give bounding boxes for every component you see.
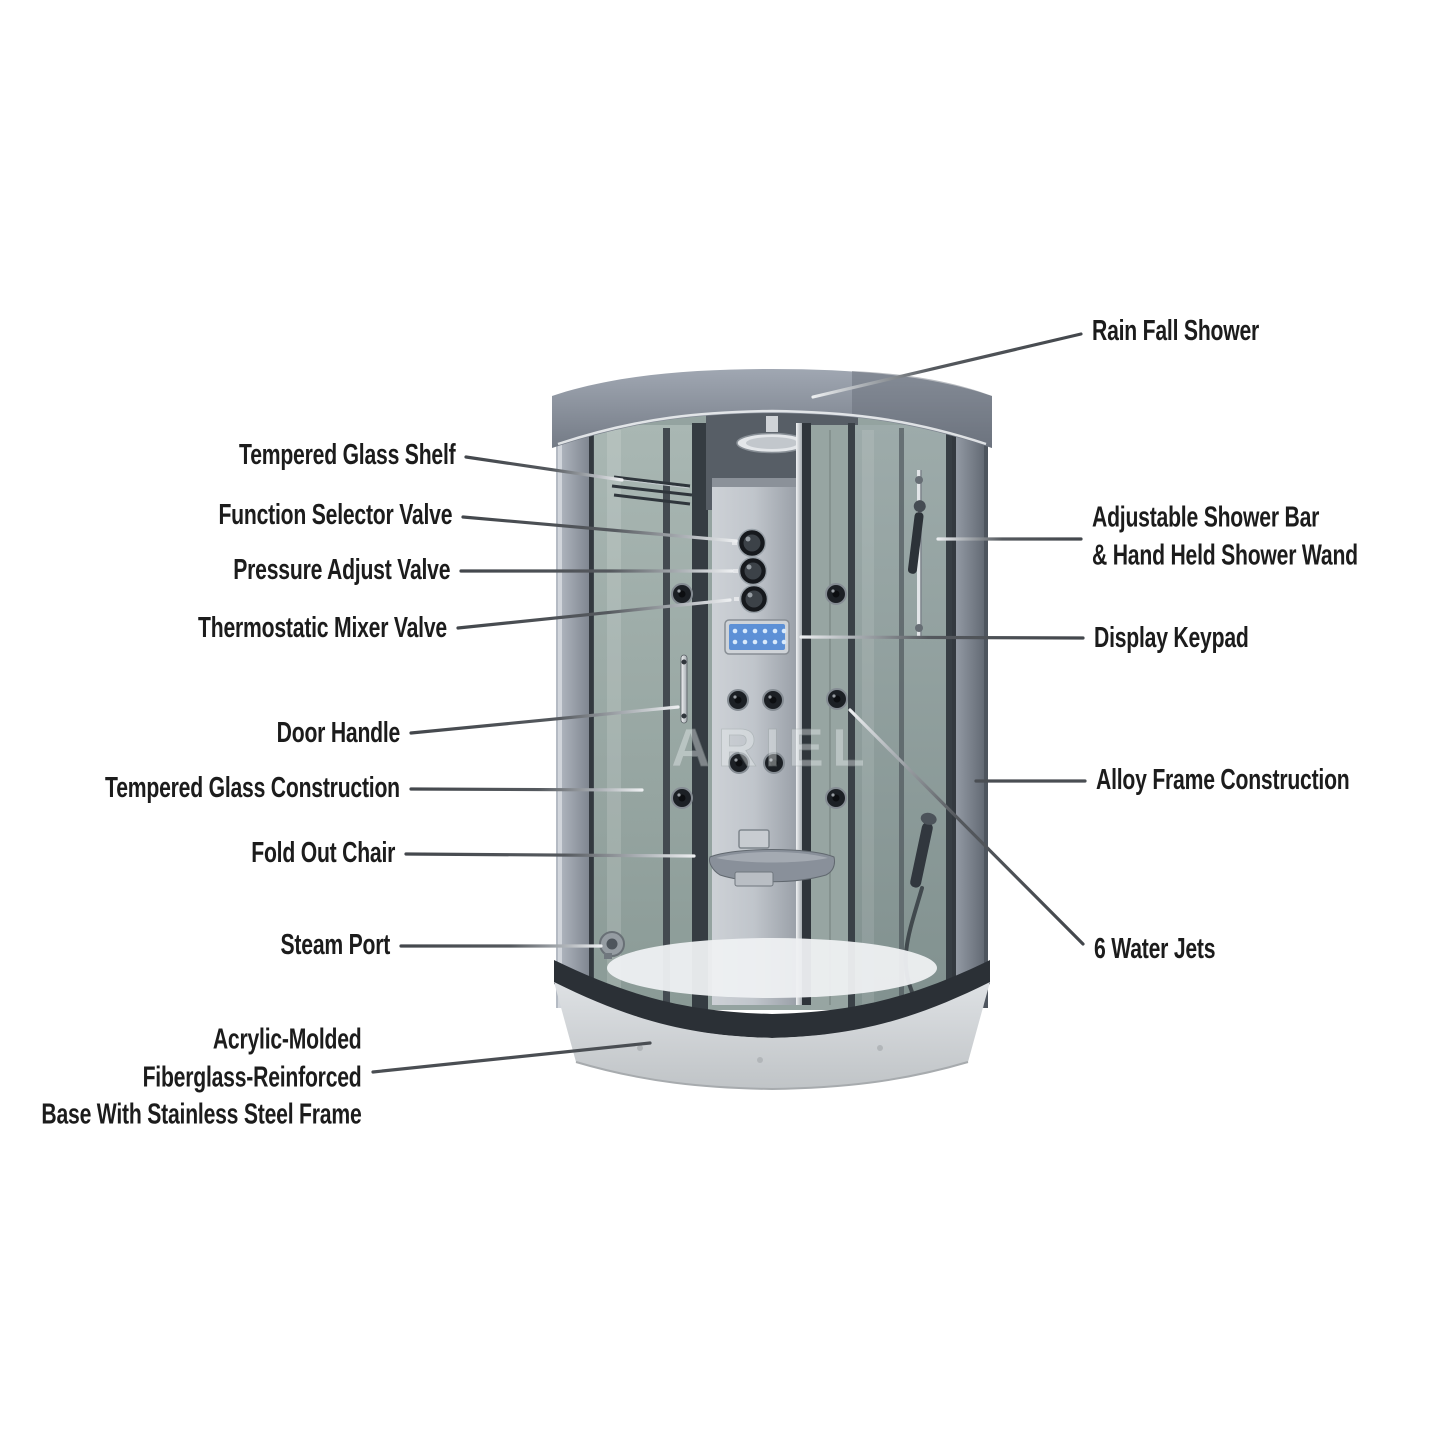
leader-line-rain-fall-shower <box>811 332 1083 399</box>
canopy-roof <box>552 369 992 448</box>
interior-back-wall <box>811 425 851 1010</box>
door-handle <box>680 654 688 724</box>
water-jet <box>825 787 847 809</box>
water-jet <box>825 583 847 605</box>
control-column <box>712 423 811 1005</box>
leader-line-acrylic-base <box>371 1041 652 1074</box>
leader-line-tempered-glass-shelf <box>464 455 624 482</box>
alloy-frame-left <box>556 420 593 1008</box>
water-jet <box>763 752 785 774</box>
leader-line-display-keypad <box>799 635 1085 640</box>
leader-line-door-handle <box>409 705 680 735</box>
leader-line-function-selector-valve <box>461 515 738 543</box>
steam-port <box>599 931 625 959</box>
water-jets <box>671 583 848 809</box>
right-glass-panel <box>848 423 956 1010</box>
alloy-frame-right <box>952 420 988 1008</box>
leader-line-six-water-jets <box>848 708 1085 946</box>
water-jet <box>762 689 784 711</box>
leader-line-fold-out-chair <box>404 852 696 858</box>
pressure-adjust-valve-knob <box>733 556 768 586</box>
water-jet <box>727 689 749 711</box>
leader-line-thermostatic-mixer-valve <box>456 598 732 630</box>
leader-lines <box>371 332 1087 1074</box>
fold-out-chair <box>709 829 835 887</box>
water-jet <box>671 583 693 605</box>
acrylic-base-apron <box>554 982 990 1091</box>
hand-held-shower-wand-docked <box>907 500 926 574</box>
tempered-glass-shelf <box>611 475 693 506</box>
water-jet <box>826 688 848 710</box>
left-glass-panel <box>588 423 708 1010</box>
base-trim-band <box>554 960 990 1038</box>
thermostatic-mixer-valve-knob <box>734 584 769 614</box>
function-selector-valve-knob <box>732 528 767 558</box>
leader-line-tempered-glass-construction <box>409 787 644 792</box>
shower-tray-floor <box>607 938 937 998</box>
water-jet <box>671 787 693 809</box>
water-jet <box>728 752 750 774</box>
ariel-watermark: ARIEL <box>671 718 873 778</box>
display-keypad <box>724 619 790 655</box>
adjustable-shower-bar <box>907 470 926 636</box>
